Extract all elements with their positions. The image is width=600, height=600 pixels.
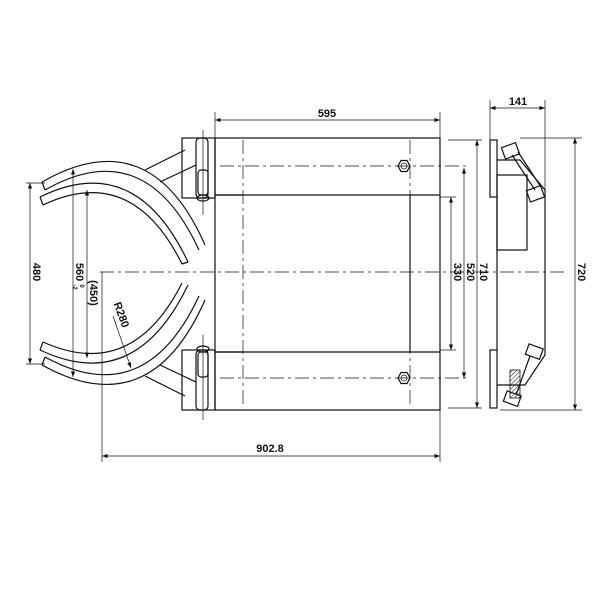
bolt-bottom xyxy=(397,371,411,385)
dim-label-r280: R280 xyxy=(111,301,131,330)
dim-label-520: 520 xyxy=(464,263,476,281)
dim-label-560: 560 xyxy=(73,263,85,281)
dim-tolerance-lower: -2 xyxy=(71,284,77,290)
main-body xyxy=(214,137,470,411)
dim-label-902-8: 902.8 xyxy=(256,443,284,455)
dim-label-720: 720 xyxy=(575,263,587,281)
dim-141: 141 xyxy=(489,96,546,190)
upper-jaw xyxy=(39,160,206,265)
dim-595: 595 xyxy=(214,108,441,138)
dim-label-710: 710 xyxy=(477,263,489,281)
lower-jaw xyxy=(39,282,206,386)
dim-label-595: 595 xyxy=(318,108,336,120)
dim-tolerance-upper: 0 xyxy=(78,284,84,288)
dim-450: (450) xyxy=(84,190,99,358)
dim-720: 720 xyxy=(500,137,587,411)
dim-480: 480 xyxy=(26,182,45,365)
side-view xyxy=(489,139,546,409)
dim-520: 520 xyxy=(461,168,476,378)
dim-710: 710 xyxy=(448,139,489,409)
dim-560: 560 0 -2 xyxy=(70,169,85,377)
dim-label-450: (450) xyxy=(87,280,99,306)
dim-label-141: 141 xyxy=(509,96,527,108)
dim-label-330: 330 xyxy=(451,263,463,281)
hinge-brackets xyxy=(144,130,243,420)
dim-902-8: 902.8 xyxy=(101,272,441,462)
bolt-top xyxy=(397,159,411,173)
dim-label-480: 480 xyxy=(30,263,42,281)
dim-330: 330 xyxy=(440,196,463,351)
